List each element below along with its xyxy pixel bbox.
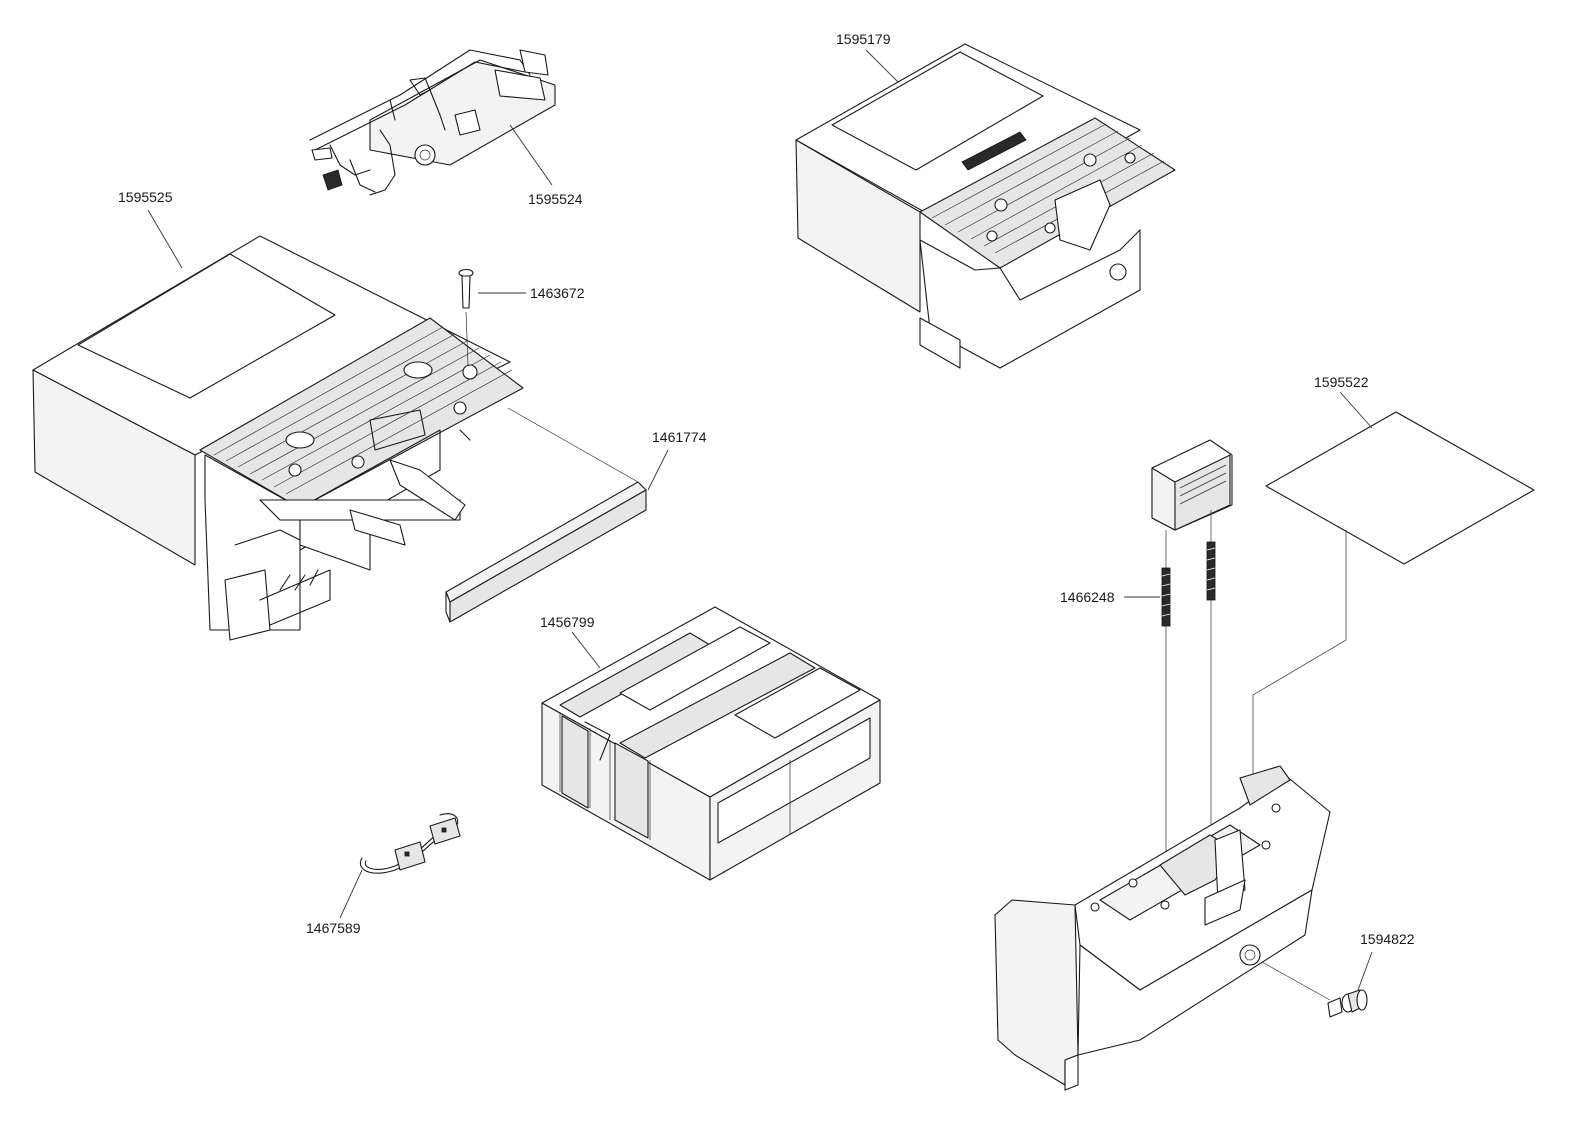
part-label-1594822: 1594822 xyxy=(1360,931,1415,947)
leader-1595179 xyxy=(865,49,899,83)
leader-1467589 xyxy=(339,869,363,919)
leader-1595525 xyxy=(147,209,183,269)
part-1595522-drawing xyxy=(1252,411,1535,775)
part-1466248-drawing xyxy=(1151,439,1233,855)
part-label-1595525: 1595525 xyxy=(118,189,173,205)
part-label-1595179: 1595179 xyxy=(836,31,891,47)
part-1594822-drawing xyxy=(1261,961,1368,1018)
part-1595179-drawing xyxy=(795,43,1176,369)
part-label-1463672: 1463672 xyxy=(530,285,585,301)
part-1467589-drawing xyxy=(359,813,461,874)
part-1595525-drawing xyxy=(32,235,524,641)
part-label-1461774: 1461774 xyxy=(652,429,707,445)
part-label-1595524: 1595524 xyxy=(528,191,583,207)
part-1463672-drawing xyxy=(458,268,474,366)
part-1456799-drawing xyxy=(541,606,881,881)
leader-1456799 xyxy=(571,631,601,669)
lower-housing-drawing xyxy=(994,765,1331,1091)
part-label-1595522: 1595522 xyxy=(1314,374,1369,390)
part-1595524-drawing xyxy=(309,49,556,196)
part-label-1466248: 1466248 xyxy=(1060,589,1115,605)
leader-1595522 xyxy=(1339,391,1373,429)
part-label-1467589: 1467589 xyxy=(306,920,361,936)
leader-1595524 xyxy=(509,124,553,186)
leader-1594822 xyxy=(1357,951,1373,991)
leader-1461774 xyxy=(647,449,669,491)
part-label-1456799: 1456799 xyxy=(540,614,595,630)
part-1461774-drawing xyxy=(445,407,647,623)
